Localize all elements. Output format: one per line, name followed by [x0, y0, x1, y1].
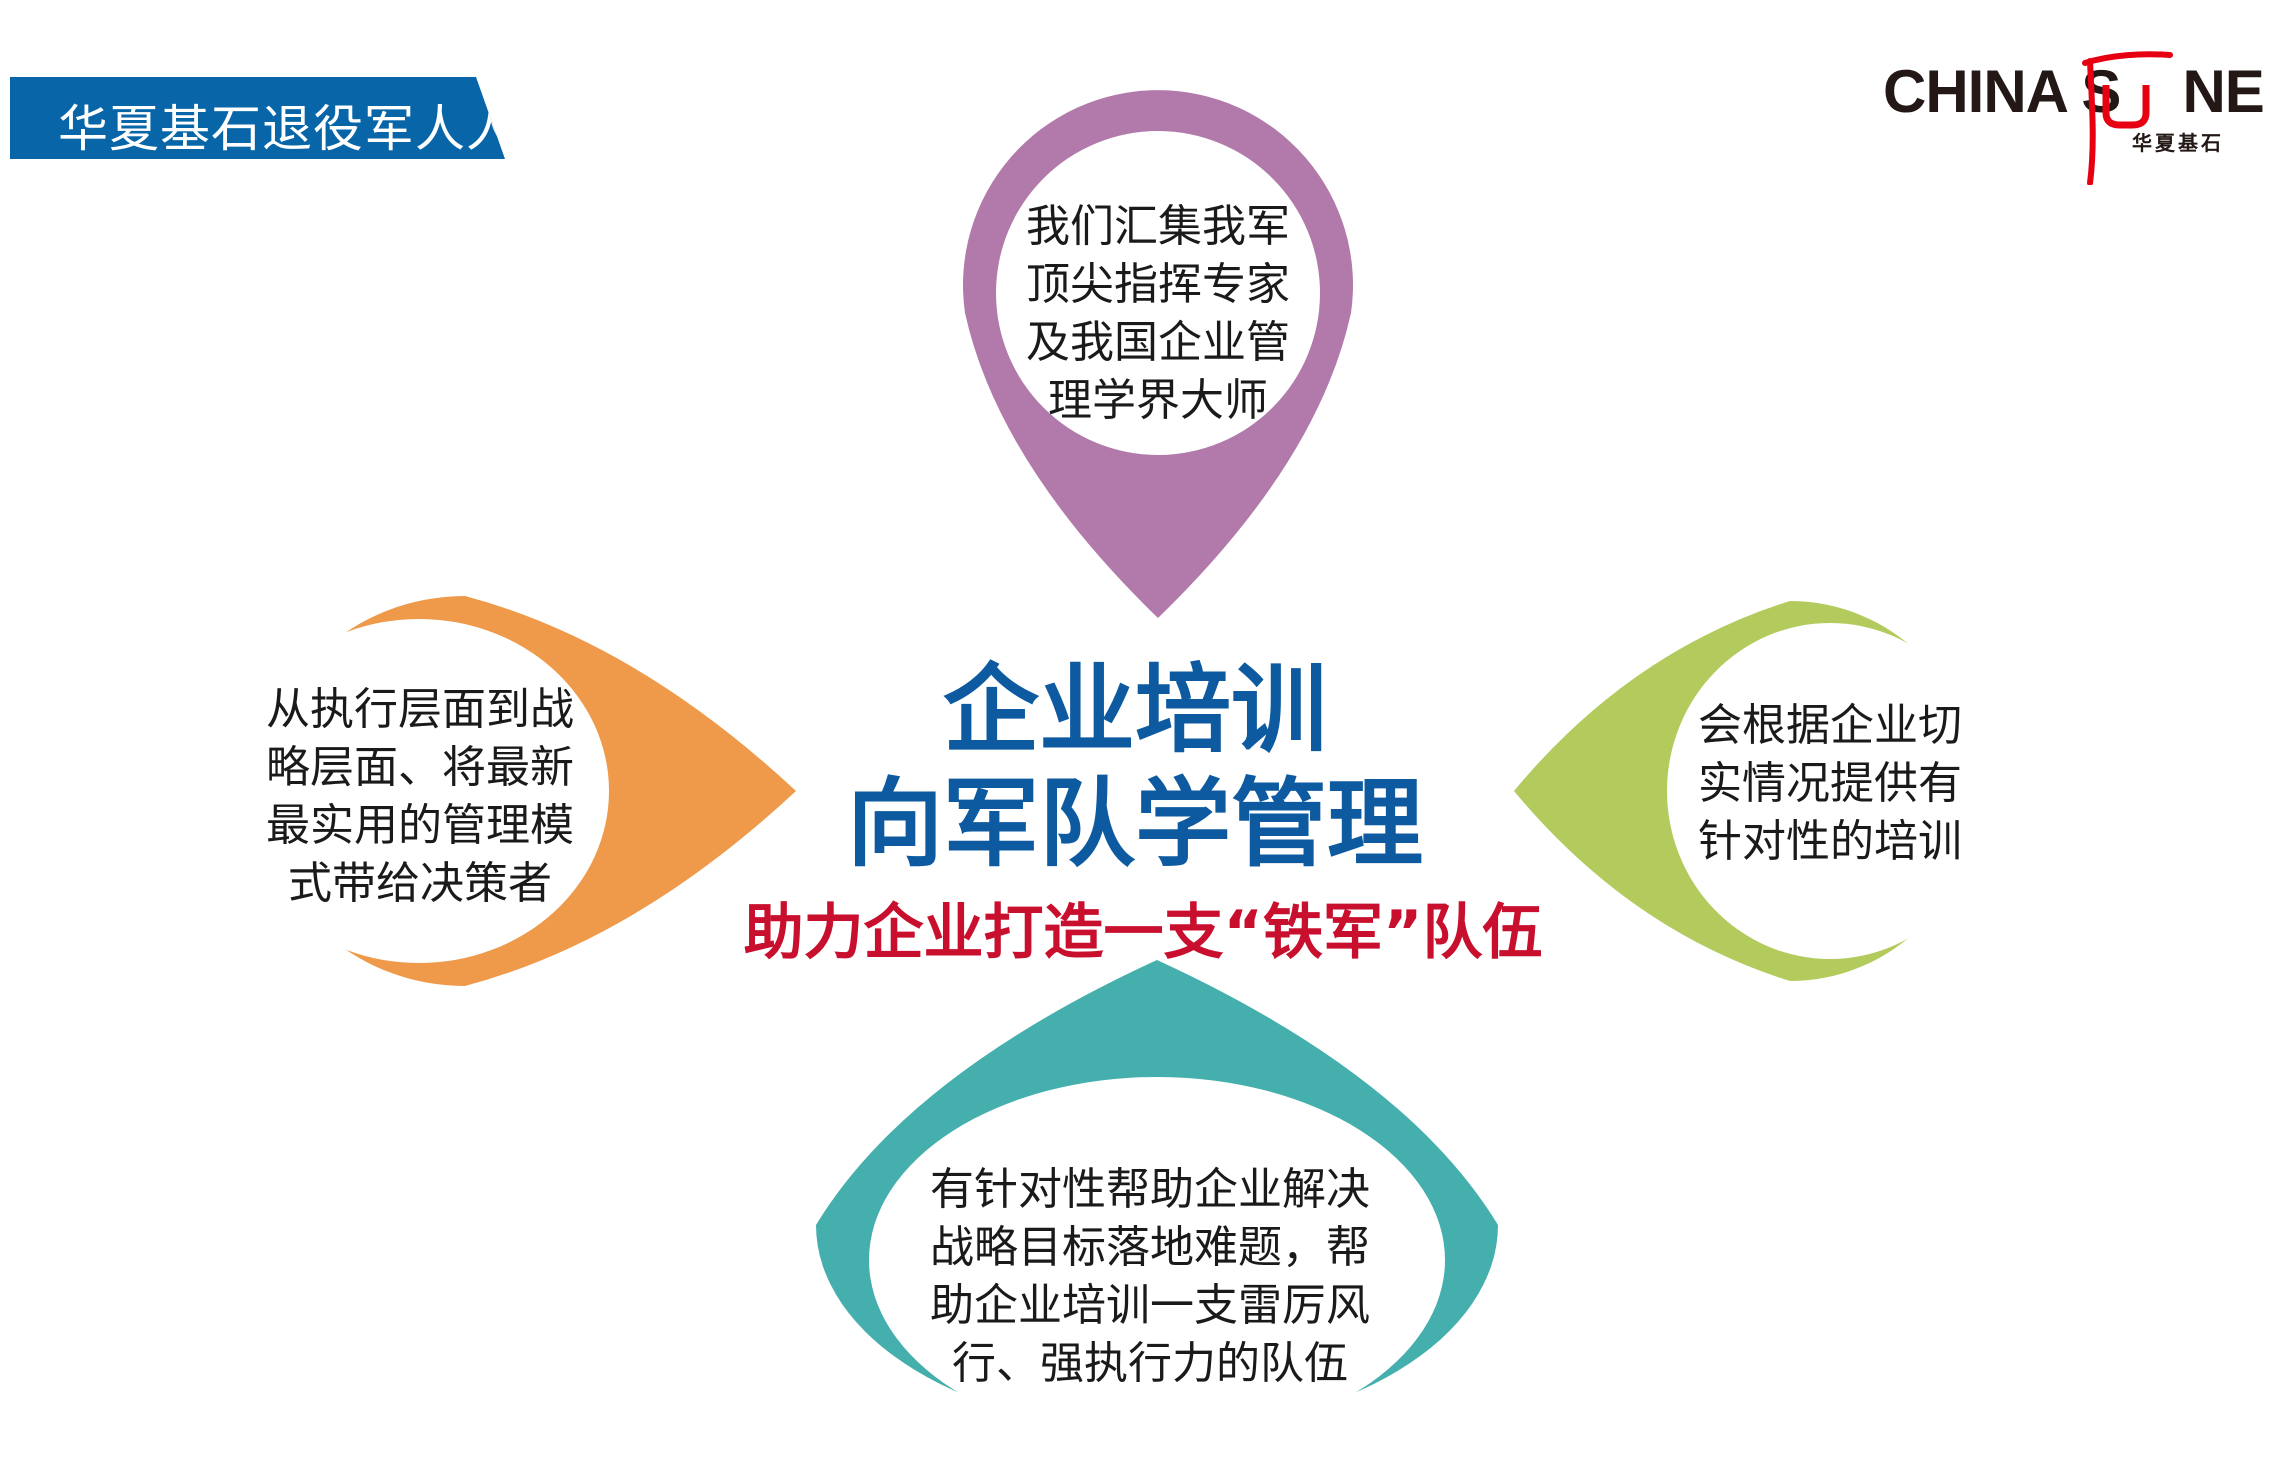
- right-green-drop: [1514, 601, 1993, 981]
- right-bubble-text: 会根据企业切 实情况提供有 针对性的培训: [1698, 700, 1962, 867]
- main-title-line2: 向军队学管理: [847, 768, 1423, 880]
- left-bubble-text: 从执行层面到战 略层面、将最新 最实用的管理模 式带给决策者: [266, 684, 574, 909]
- bottom-teal-drop: [816, 960, 1498, 1443]
- main-subtitle: 助力企业打造一支“铁军”队伍: [743, 898, 1543, 968]
- logo-subtitle: 华夏基石: [2132, 131, 2224, 155]
- top-bubble-text: 我们汇集我军 顶尖指挥专家 及我国企业管 理学界大师: [1026, 201, 1290, 426]
- china-stone-logo: CHINA S NE 华夏基石: [1880, 35, 2265, 185]
- logo-text-left: CHINA S: [1883, 58, 2121, 125]
- bottom-bubble-text: 有针对性帮助企业解决 战略目标落地难题，帮 助企业培训一支雷厉风 行、强执行力的…: [930, 1164, 1370, 1389]
- left-orange-drop: [229, 596, 796, 986]
- header-banner: 华夏基石退役军人人才服务: [10, 77, 505, 159]
- logo-wordmark: CHINA S NE: [1883, 57, 2265, 126]
- logo-red-t-icon: [2082, 51, 2173, 185]
- top-purple-drop: [963, 90, 1353, 618]
- main-title-line1: 企业培训: [943, 654, 1327, 766]
- banner-title: 华夏基石退役军人人才服务: [58, 100, 670, 158]
- logo-text-right: NE: [2182, 58, 2264, 125]
